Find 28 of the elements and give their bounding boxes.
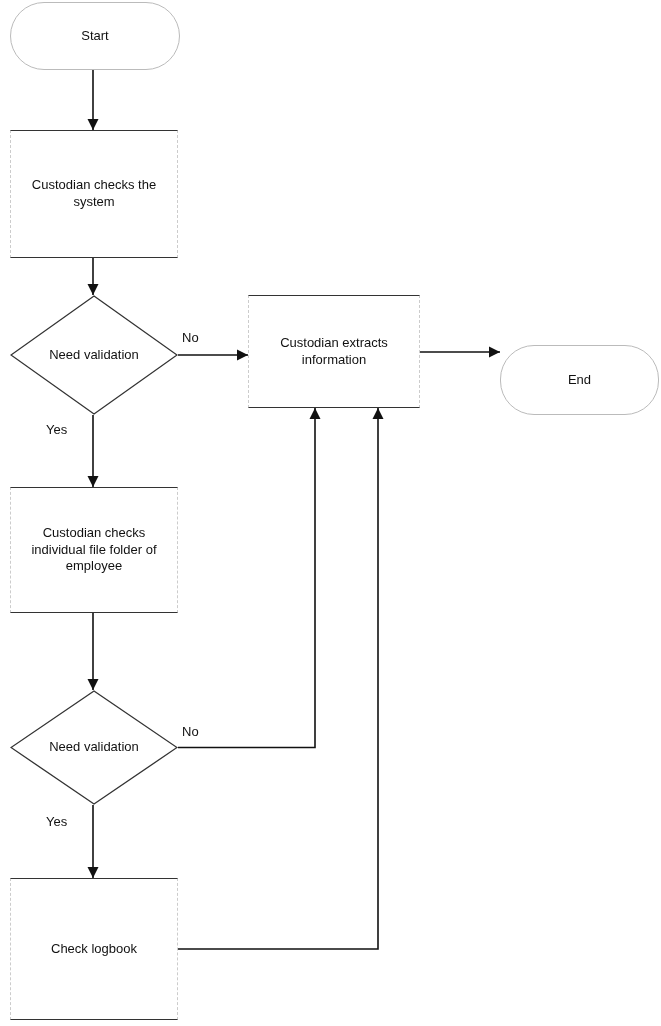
node-text: Need validation: [49, 346, 139, 364]
arrow: [419, 346, 501, 358]
node-text: Start: [81, 27, 109, 45]
arrow: [177, 349, 249, 361]
process-box: [10, 130, 178, 258]
node-text: End: [567, 371, 592, 389]
process-box: [248, 295, 420, 408]
node-text: Custodian checks the system: [30, 177, 158, 211]
node-text: Custodian extracts information: [279, 334, 389, 369]
arrow: [177, 407, 321, 749]
terminal-shape: [500, 345, 659, 415]
process-box: [10, 487, 178, 613]
node-text: Need validation: [49, 739, 139, 756]
arrow: [87, 69, 99, 131]
arrow: [87, 804, 99, 879]
edge-label: Yes: [44, 814, 70, 829]
node-text: Check logbook: [51, 940, 137, 958]
decision-diamond: [10, 690, 178, 805]
decision-diamond: [10, 295, 178, 415]
arrow: [87, 257, 99, 296]
node-text: Custodian checks individual file folder of employee: [30, 524, 158, 576]
edge-label: No: [180, 330, 201, 345]
arrow: [177, 407, 384, 950]
arrow: [87, 612, 99, 691]
edge-label: No: [180, 724, 201, 739]
process-box: [10, 878, 178, 1020]
arrow: [87, 414, 99, 488]
edge-label: Yes: [44, 422, 70, 437]
